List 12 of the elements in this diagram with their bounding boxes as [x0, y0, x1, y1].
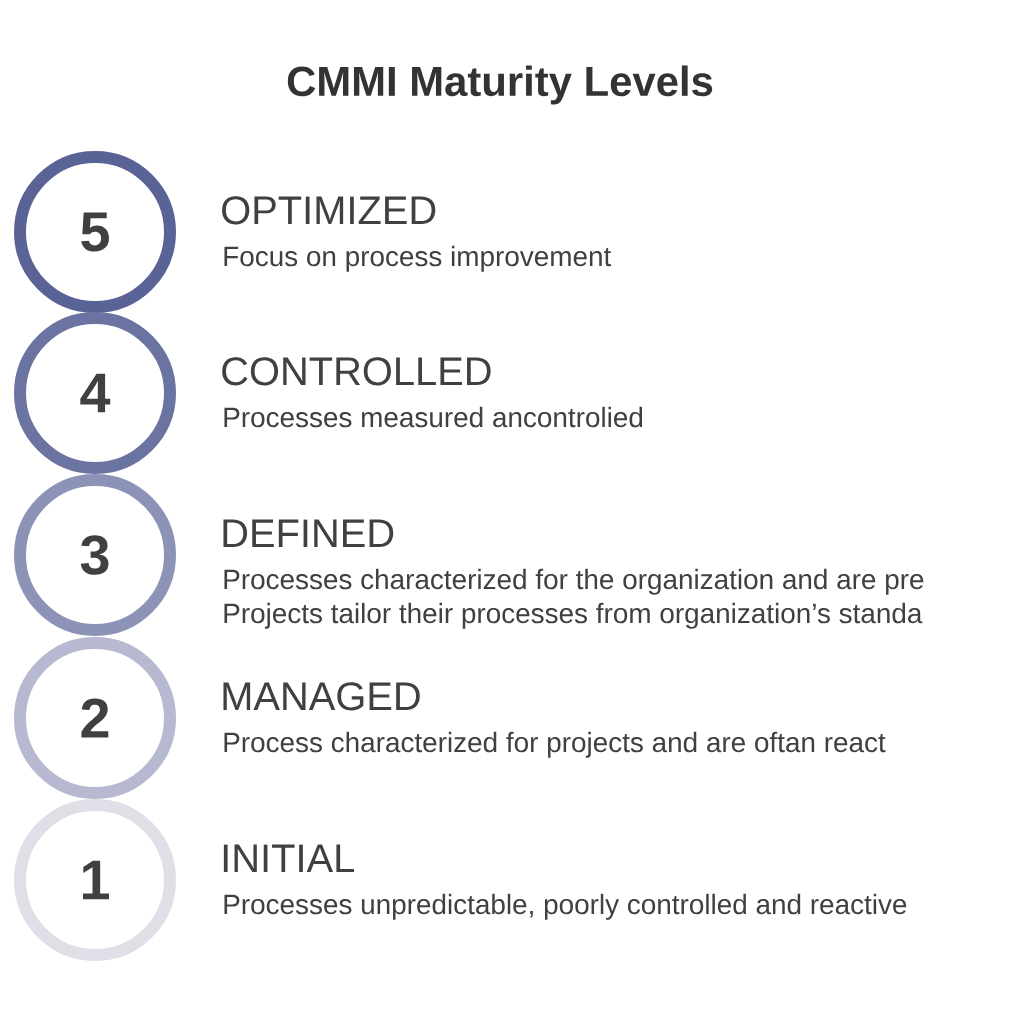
level-description: Processes characterized for the organization and are pre [224, 568, 924, 595]
level-description: Processes measured ancontrolied [224, 406, 643, 428]
level-description: Processes unpredictable, poorly controlled and reactive [224, 893, 907, 920]
level-heading: OPTIMIZED [222, 196, 436, 225]
level-heading: MANAGED [223, 682, 420, 711]
level-description: Projects tailor their processes from organization’s standa [224, 602, 923, 629]
level-heading: CONTROLLED [222, 357, 491, 386]
level-description: Focus on process improvement [224, 245, 612, 272]
level-heading: DEFINED [223, 519, 394, 547]
title: CMMI Maturity Levels [287, 65, 713, 105]
level-description: Process characterized for projects and are oftan react [224, 731, 886, 758]
level-heading: INITIAL [223, 844, 354, 872]
